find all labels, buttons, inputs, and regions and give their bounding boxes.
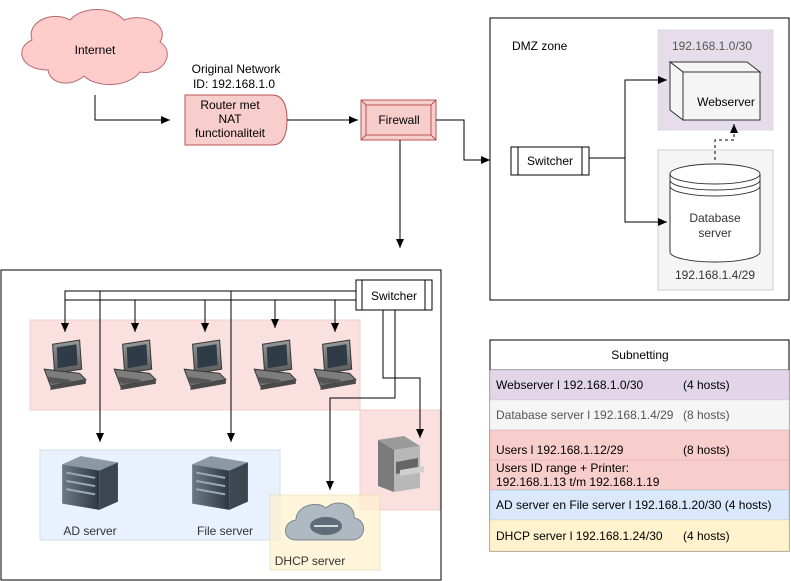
webserver-label: Webserver	[697, 95, 755, 109]
lan-switch-label: Switcher	[371, 289, 417, 303]
internet-cloud	[21, 9, 168, 86]
subnet-row-hosts: (4 hosts)	[683, 378, 730, 392]
database-line1: Database	[689, 211, 741, 225]
switch-to-users-bus	[64, 290, 356, 302]
database-cylinder	[669, 163, 761, 263]
edge-printer	[382, 310, 424, 438]
printer-zone	[359, 409, 441, 511]
subnet-row-ad-file	[489, 489, 790, 521]
dmz-switch-to-webserver-edge	[589, 76, 667, 159]
subnet-row-text: DHCP server l 192.168.1.24/30	[496, 529, 663, 543]
subnet-row-hosts: (8 hosts)	[683, 408, 730, 422]
dhcp-server-icon	[285, 502, 364, 541]
webserver-subnet: 192.168.1.0/30	[672, 39, 752, 53]
dhcp-server-label: DHCP server	[275, 554, 345, 568]
original-network-line2: ID: 192.168.1.0	[193, 77, 275, 91]
router-line3: functionaliteit	[195, 126, 266, 140]
firewall-box	[360, 99, 437, 141]
ad-server-label: AD server	[63, 524, 116, 538]
database-subnet: 192.168.1.4/29	[675, 268, 755, 282]
subnet-row-text: Users ID range + Printer:	[496, 461, 629, 475]
lan-switch	[355, 279, 433, 311]
subnet-row-dhcp	[489, 519, 790, 552]
original-network-line1: Original Network	[192, 62, 282, 76]
subnet-row-text: 192.168.1.13 t/m 192.168.1.19	[496, 475, 660, 489]
file-server-label: File server	[197, 524, 253, 538]
subnet-row-database	[489, 399, 790, 431]
printer-icon	[378, 436, 424, 492]
firewall-to-dmz-edge	[436, 119, 490, 164]
subnetting-title: Subnetting	[611, 348, 668, 362]
router-line2: NAT	[218, 112, 242, 126]
subnet-row-text: Webserver l 192.168.1.0/30	[496, 378, 644, 392]
webserver-box	[668, 60, 762, 122]
firewall-label: Firewall	[378, 113, 419, 127]
file-server-icon	[191, 455, 249, 511]
subnet-row-text: Database server l 192.168.1.4/29	[496, 408, 674, 422]
ad-server-icon	[61, 455, 119, 511]
subnet-row-webserver	[489, 369, 790, 401]
subnet-row-hosts: (8 hosts)	[683, 443, 730, 457]
edge-dhcp-server	[326, 310, 396, 490]
database-line2: server	[698, 226, 731, 240]
dmz-switch-label: Switcher	[527, 154, 573, 168]
internet-to-router-edge	[94, 95, 170, 124]
dmz-switch	[510, 146, 590, 176]
subnet-row-text: AD server en File server l 192.168.1.20/…	[496, 498, 771, 512]
subnet-row-text: Users l 192.168.1.12/29	[496, 443, 624, 457]
subnet-row-hosts: (4 hosts)	[683, 529, 730, 543]
internet-label: Internet	[75, 43, 116, 57]
router-line1: Router met	[200, 98, 260, 112]
dmz-switch-to-database-edge	[624, 158, 667, 226]
dmz-title: DMZ zone	[512, 39, 568, 53]
